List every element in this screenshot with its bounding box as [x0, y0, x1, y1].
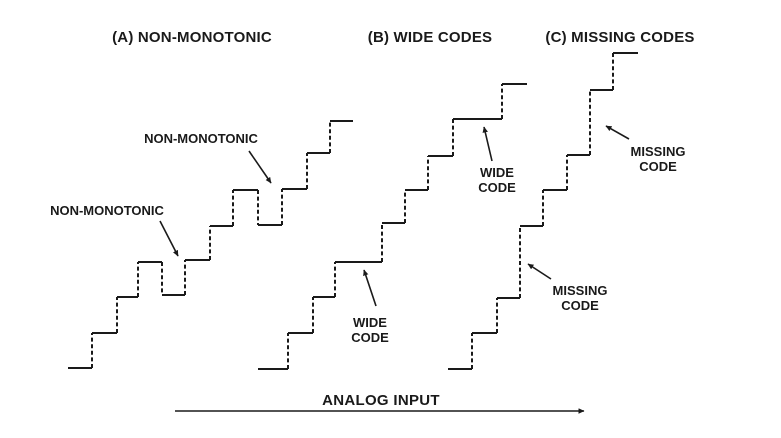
arrow-wide-code-lower [363, 269, 377, 307]
annotation-missing-code-lower-line1: MISSING [553, 283, 608, 298]
annotation-non-monotonic-upper: NON-MONOTONIC [144, 131, 258, 146]
staircase-non-monotonic [68, 120, 353, 369]
analog-input-label: ANALOG INPUT [322, 392, 440, 409]
arrow-non-monotonic-upper [248, 150, 272, 184]
arrow-missing-code-upper [605, 125, 630, 140]
annotation-wide-code-lower-line2: CODE [351, 330, 389, 345]
staircase-missing-codes [448, 52, 638, 370]
annotation-missing-code-lower-line2: CODE [561, 298, 599, 313]
panel-b-title: (B) WIDE CODES [368, 29, 492, 46]
arrow-wide-code-upper [482, 126, 493, 162]
staircase-wide-codes [258, 83, 527, 370]
panel-a-title: (A) NON-MONOTONIC [112, 29, 272, 46]
arrow-missing-code-lower [527, 263, 552, 280]
annotation-missing-code-upper-line2: CODE [639, 159, 677, 174]
annotation-wide-code-upper-line1: WIDE [480, 165, 514, 180]
annotation-wide-code-lower-line1: WIDE [353, 315, 387, 330]
annotation-wide-code-upper-line2: CODE [478, 180, 516, 195]
arrow-non-monotonic-lower [159, 220, 179, 257]
annotation-missing-code-upper-line1: MISSING [631, 144, 686, 159]
annotation-non-monotonic-lower: NON-MONOTONIC [50, 203, 164, 218]
panel-c-title: (C) MISSING CODES [545, 29, 694, 46]
